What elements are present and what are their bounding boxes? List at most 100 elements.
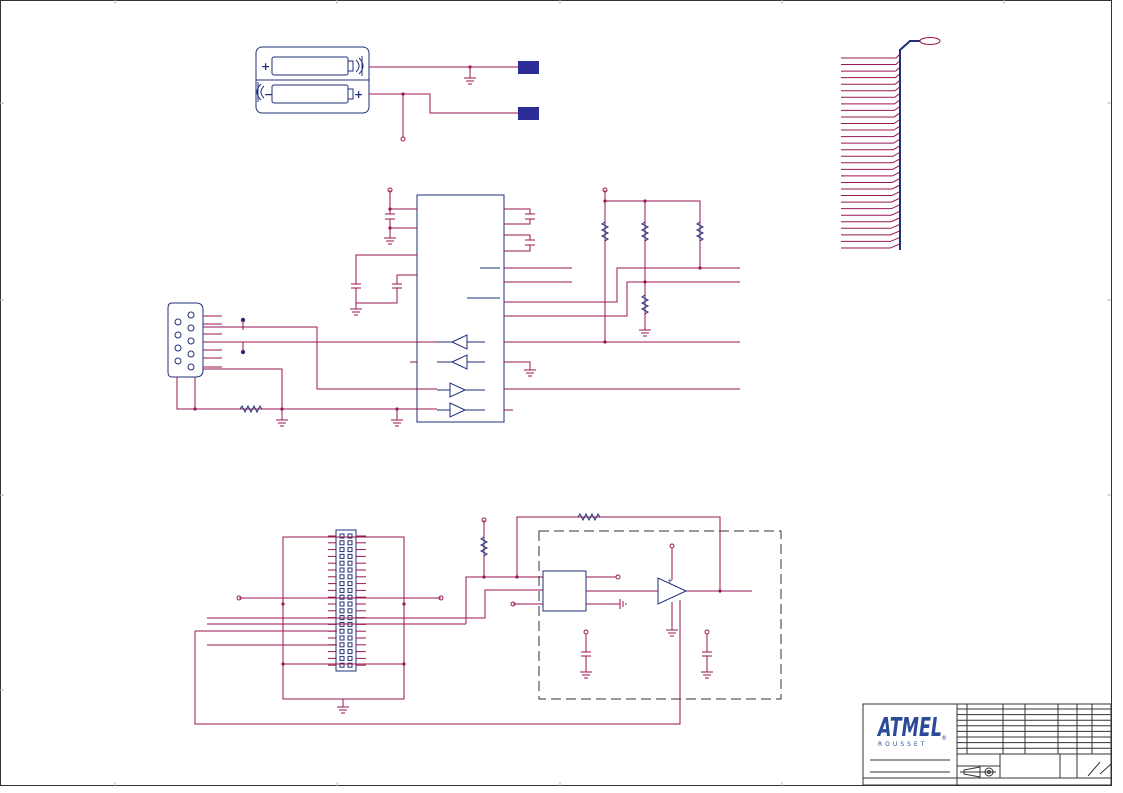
header-wiring [194, 516, 752, 725]
rs232-wiring [351, 187, 740, 411]
battery-holder: + − + [255, 46, 370, 114]
header-pin [339, 635, 345, 641]
header-pin [339, 601, 345, 607]
ground-icon [276, 419, 288, 427]
bus-line [841, 217, 901, 223]
ground-icon [639, 329, 651, 337]
header-pin [347, 533, 353, 539]
header-pin [347, 594, 353, 600]
ground-symbols [276, 237, 713, 714]
header-pin [347, 662, 353, 668]
header-pin [347, 581, 353, 587]
header-pin [339, 587, 345, 593]
dashed-module-outline [538, 530, 782, 700]
logo-text: ATMEL [877, 713, 942, 743]
bus-line [841, 53, 901, 59]
converter-ic [542, 570, 587, 612]
bus-line [841, 73, 901, 79]
bus-line [841, 145, 901, 151]
bus-line [841, 79, 901, 85]
db9-serial-connector [167, 302, 204, 378]
battery-plus-top: + [261, 60, 270, 73]
header-pins [328, 533, 366, 668]
bus-line [841, 119, 901, 124]
ground-symbol [464, 77, 476, 85]
header-pin [339, 581, 345, 587]
bus-line [841, 158, 901, 164]
header-pin [339, 533, 345, 539]
bus-line [841, 243, 901, 249]
header-pin [347, 587, 353, 593]
battery-minus-bottom: − [264, 88, 273, 101]
header-pin [347, 560, 353, 566]
svg-text:+: + [667, 577, 673, 585]
header-pin [347, 601, 353, 607]
pullup-resistors [600, 221, 705, 315]
bus-line [841, 191, 901, 197]
bus-line [841, 86, 901, 92]
spring-contact-bottom [256, 82, 265, 102]
header-pin [339, 628, 345, 634]
battery-plus-bottom: + [354, 88, 363, 101]
logo-subtext: ROUSSET [878, 741, 927, 748]
header-pin [347, 608, 353, 614]
bus-line [841, 164, 901, 170]
ground-icon [701, 671, 713, 679]
ground-icon [350, 308, 362, 316]
power-connector-top [518, 61, 539, 74]
op-amp: + [657, 577, 688, 605]
bus-line [841, 60, 901, 66]
title-block [862, 703, 1112, 786]
header-pin [347, 642, 353, 648]
ground-icon [666, 629, 678, 637]
bus-line [841, 197, 901, 203]
header-pin [339, 642, 345, 648]
ground-icon [524, 369, 536, 377]
bus-line [841, 132, 901, 138]
atmel-logo: ATMEL ROUSSET ® [877, 713, 947, 748]
header-pin [339, 567, 345, 573]
bus-line [841, 230, 901, 236]
bus-line [841, 204, 901, 210]
bus-line [841, 138, 901, 144]
header-pin [339, 649, 345, 655]
bus-line [841, 92, 901, 98]
header-pin [347, 635, 353, 641]
spring-contact-top [355, 56, 364, 76]
bus-net-label [919, 37, 941, 45]
bus-line [841, 184, 901, 190]
power-connector-bottom [518, 107, 539, 120]
header-pin [339, 608, 345, 614]
ribbon-header-connector [335, 529, 357, 672]
bus-line [841, 112, 901, 118]
header-pin [339, 553, 345, 559]
header-pin [339, 547, 345, 553]
ground-icon [337, 706, 349, 714]
header-pin [339, 560, 345, 566]
ground-icon [384, 237, 396, 245]
line-driver-buffers [437, 334, 485, 418]
header-pin [339, 662, 345, 668]
header-pin [339, 574, 345, 580]
rs232-transceiver-ic [416, 194, 505, 423]
header-pin [347, 540, 353, 546]
bus-line [841, 125, 901, 131]
header-pin [339, 655, 345, 661]
bus-line [841, 171, 901, 177]
logo-registered: ® [941, 735, 947, 742]
header-pin [339, 540, 345, 546]
ground-icon [619, 599, 627, 609]
header-pin [347, 574, 353, 580]
header-pin [347, 567, 353, 573]
bus-line [841, 178, 901, 183]
feedback-resistors [479, 512, 601, 557]
signal-bus-harness [841, 40, 920, 250]
bus-line [841, 210, 901, 216]
header-pin [347, 649, 353, 655]
bus-line [841, 236, 901, 242]
revision-table [957, 704, 1111, 754]
projection-symbol-icon [960, 766, 996, 778]
